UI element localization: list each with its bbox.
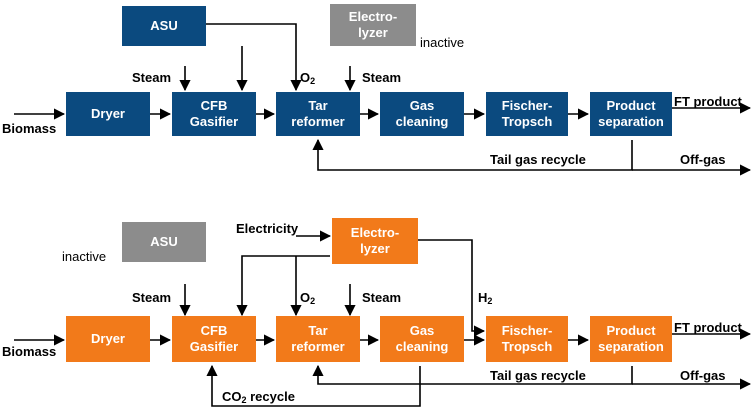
- hydrogen-label: H2: [478, 290, 493, 306]
- tar-reformer-box-bottom: Tar reformer: [276, 316, 360, 362]
- dryer-box: Dryer: [66, 92, 150, 136]
- hydrogen-to-ft-arrow: [418, 239, 486, 337]
- gasifier-label-bottom: CFB Gasifier: [189, 323, 239, 354]
- electrolyzer-box-bottom: Electro- lyzer: [332, 218, 418, 264]
- gas-cleaning-label-bottom: Gas cleaning: [395, 323, 449, 354]
- steam-label-reformer: Steam: [362, 70, 402, 85]
- dryer-box-bottom: Dryer: [66, 316, 150, 362]
- asu-box-bottom: ASU: [122, 222, 206, 262]
- electrolyzer-box: Electro- lyzer: [330, 4, 416, 46]
- fischer-tropsch-label: Fischer- Tropsch: [501, 98, 553, 129]
- tail-gas-recycle-arrow-bottom: [312, 364, 633, 385]
- gas-cleaning-label: Gas cleaning: [395, 98, 449, 129]
- gas-cleaning-box-bottom: Gas cleaning: [380, 316, 464, 362]
- electrolyzer-to-gasifier-arrow: [236, 255, 330, 317]
- electrolyzer-label-bottom: Electro- lyzer: [350, 225, 400, 256]
- gasifier-box-bottom: CFB Gasifier: [172, 316, 256, 362]
- asu-label: ASU: [150, 18, 178, 33]
- co2-recycle-arrow: [206, 364, 421, 407]
- co2-recycle-label: CO2 recycle: [222, 389, 295, 405]
- tail-gas-recycle-label: Tail gas recycle: [490, 152, 586, 167]
- biomass-label: Biomass: [2, 121, 57, 136]
- fischer-tropsch-label-bottom: Fischer- Tropsch: [501, 323, 553, 354]
- off-gas-label-bottom: Off-gas: [680, 368, 726, 383]
- tail-gas-recycle-label-bottom: Tail gas recycle: [490, 368, 586, 383]
- dryer-label: Dryer: [91, 106, 125, 121]
- steam-label-reformer-bottom: Steam: [362, 290, 402, 305]
- gasifier-label: CFB Gasifier: [189, 98, 239, 129]
- off-gas-label: Off-gas: [680, 152, 726, 167]
- product-separation-box: Product separation: [590, 92, 672, 136]
- tar-reformer-label-bottom: Tar reformer: [291, 323, 345, 354]
- dryer-label-bottom: Dryer: [91, 331, 125, 346]
- asu-label-bottom: ASU: [150, 234, 178, 249]
- steam-label-gasifier: Steam: [132, 70, 172, 85]
- gas-cleaning-box: Gas cleaning: [380, 92, 464, 136]
- product-separation-label-bottom: Product separation: [598, 323, 664, 354]
- biomass-label-bottom: Biomass: [2, 344, 57, 359]
- electricity-label: Electricity: [236, 221, 299, 236]
- product-separation-label: Product separation: [598, 98, 664, 129]
- fischer-tropsch-box-bottom: Fischer- Tropsch: [486, 316, 568, 362]
- electrolyzer-label: Electro- lyzer: [348, 9, 398, 40]
- oxygen-label-bottom: O2: [300, 290, 316, 306]
- asu-box: ASU: [122, 6, 206, 46]
- tar-reformer-label: Tar reformer: [291, 98, 345, 129]
- tar-reformer-box: Tar reformer: [276, 92, 360, 136]
- asu-status: inactive: [62, 249, 107, 264]
- gasifier-box: CFB Gasifier: [172, 92, 256, 136]
- ft-product-label-bottom: FT product: [674, 320, 742, 335]
- product-separation-box-bottom: Product separation: [590, 316, 672, 362]
- oxygen-label: O2: [300, 70, 316, 86]
- asu-to-reformer-arrow: [206, 23, 302, 92]
- steam-label-gasifier-bottom: Steam: [132, 290, 172, 305]
- tail-gas-recycle-arrow: [312, 138, 633, 171]
- electrolyzer-status: inactive: [420, 35, 465, 50]
- fischer-tropsch-box: Fischer- Tropsch: [486, 92, 568, 136]
- ft-product-label: FT product: [674, 94, 742, 109]
